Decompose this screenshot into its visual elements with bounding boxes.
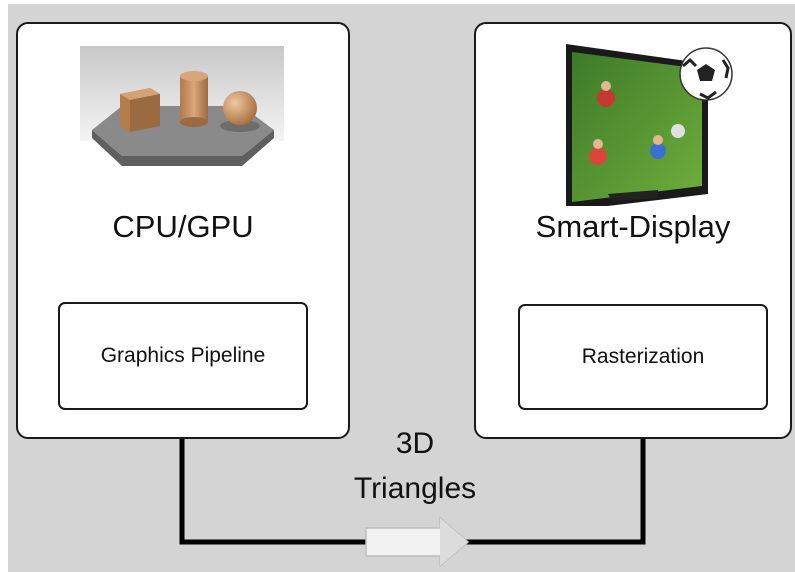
cpu-gpu-panel: CPU/GPU Graphics Pipeline [16,22,350,439]
rasterization-label: Rasterization [581,345,705,368]
3d-primitives-icon [80,46,284,166]
arrow-right-icon [365,516,470,568]
smart-display-title: Smart-Display [535,209,731,244]
graphics-pipeline-label: Graphics Pipeline [100,344,266,367]
rasterization-box: Rasterization [518,304,768,410]
cpu-gpu-title: CPU/GPU [112,209,254,244]
graphics-pipeline-box: Graphics Pipeline [58,302,308,410]
connector-label-triangles: Triangles [353,472,477,505]
smart-display-panel: Smart-Display Rasterization [474,22,792,439]
connector-label-3d: 3D [395,427,435,460]
3d-display-soccer-icon [566,44,733,206]
